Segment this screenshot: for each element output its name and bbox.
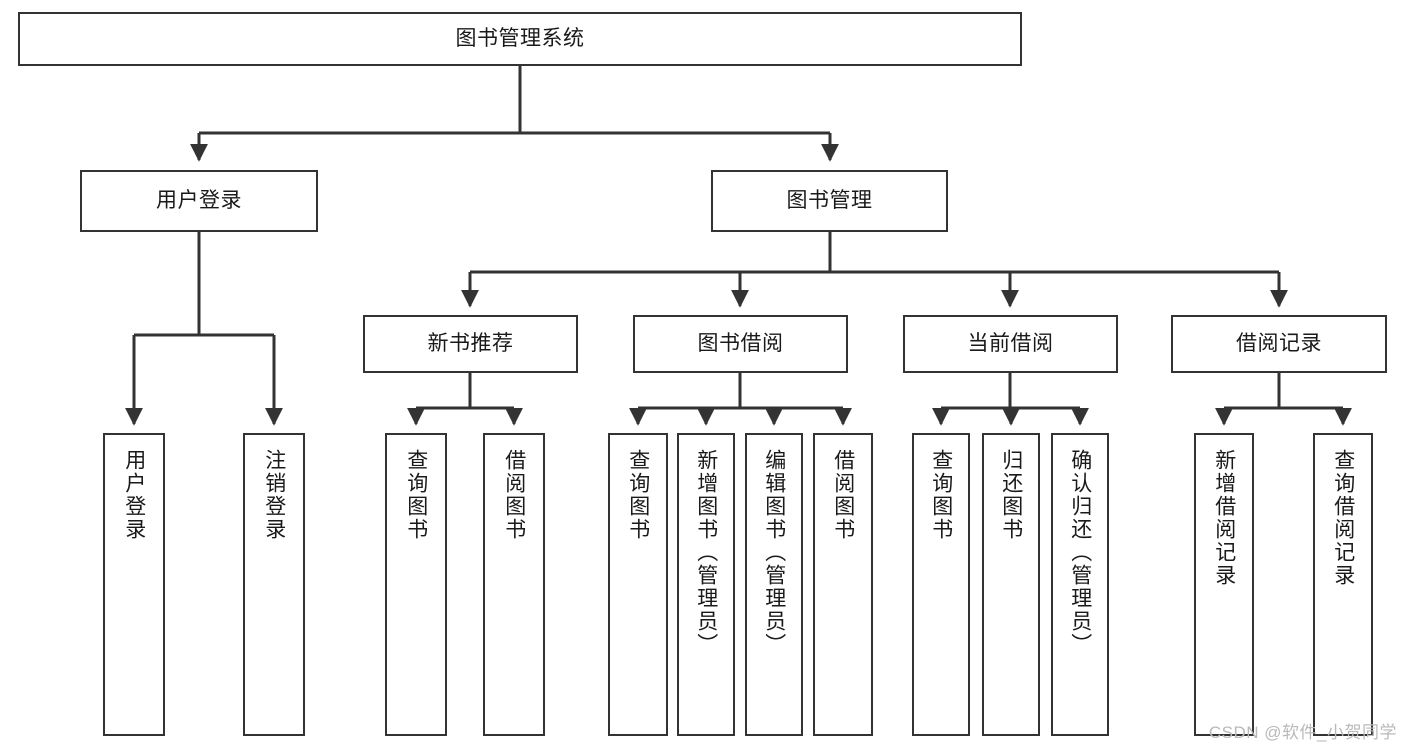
leaf-query-book-recommend[interactable]: 查询图书 bbox=[385, 433, 447, 736]
leaf-logout[interactable]: 注销登录 bbox=[243, 433, 305, 736]
node-root-label: 图书管理系统 bbox=[455, 27, 585, 51]
csdn-watermark: CSDN @软件_小贺同学 bbox=[1208, 723, 1397, 742]
leaf-borrow-book-recommend-label: 借阅图书 bbox=[502, 449, 526, 541]
node-new-book-recommend[interactable]: 新书推荐 bbox=[363, 315, 578, 373]
leaf-logout-label: 注销登录 bbox=[262, 449, 286, 541]
leaf-query-borrow-record[interactable]: 查询借阅记录 bbox=[1313, 433, 1373, 736]
node-user-login-label: 用户登录 bbox=[156, 189, 242, 213]
leaf-query-book-borrow-label: 查询图书 bbox=[626, 449, 650, 541]
leaf-query-book-current[interactable]: 查询图书 bbox=[912, 433, 970, 736]
node-borrow-record[interactable]: 借阅记录 bbox=[1171, 315, 1387, 373]
node-new-book-recommend-label: 新书推荐 bbox=[427, 332, 514, 356]
leaf-return-book[interactable]: 归还图书 bbox=[982, 433, 1040, 736]
node-book-borrow[interactable]: 图书借阅 bbox=[633, 315, 848, 373]
leaf-add-borrow-record[interactable]: 新增借阅记录 bbox=[1194, 433, 1254, 736]
leaf-add-book-admin-label: 新增图书（管理员） bbox=[694, 449, 718, 656]
node-current-borrow-label: 当前借阅 bbox=[967, 332, 1054, 356]
leaf-query-book-recommend-label: 查询图书 bbox=[404, 449, 428, 541]
node-book-management[interactable]: 图书管理 bbox=[711, 170, 948, 232]
leaf-user-login-label: 用户登录 bbox=[122, 449, 146, 541]
leaf-add-book-admin[interactable]: 新增图书（管理员） bbox=[677, 433, 735, 736]
leaf-borrow-book[interactable]: 借阅图书 bbox=[813, 433, 873, 736]
leaf-edit-book-admin[interactable]: 编辑图书（管理员） bbox=[745, 433, 803, 736]
leaf-confirm-return-admin-label: 确认归还（管理员） bbox=[1068, 449, 1092, 656]
leaf-return-book-label: 归还图书 bbox=[999, 449, 1023, 541]
node-book-borrow-label: 图书借阅 bbox=[697, 332, 784, 356]
leaf-borrow-book-label: 借阅图书 bbox=[831, 449, 855, 541]
leaf-query-book-borrow[interactable]: 查询图书 bbox=[608, 433, 668, 736]
leaf-borrow-book-recommend[interactable]: 借阅图书 bbox=[483, 433, 545, 736]
node-borrow-record-label: 借阅记录 bbox=[1236, 332, 1322, 356]
node-user-login[interactable]: 用户登录 bbox=[80, 170, 318, 232]
node-book-management-label: 图书管理 bbox=[786, 189, 873, 213]
leaf-user-login[interactable]: 用户登录 bbox=[103, 433, 165, 736]
leaf-confirm-return-admin[interactable]: 确认归还（管理员） bbox=[1051, 433, 1109, 736]
leaf-edit-book-admin-label: 编辑图书（管理员） bbox=[762, 449, 786, 656]
node-current-borrow[interactable]: 当前借阅 bbox=[903, 315, 1118, 373]
leaf-query-borrow-record-label: 查询借阅记录 bbox=[1331, 449, 1355, 587]
leaf-add-borrow-record-label: 新增借阅记录 bbox=[1212, 449, 1236, 587]
leaf-query-book-current-label: 查询图书 bbox=[929, 449, 953, 541]
node-root[interactable]: 图书管理系统 bbox=[18, 12, 1022, 66]
